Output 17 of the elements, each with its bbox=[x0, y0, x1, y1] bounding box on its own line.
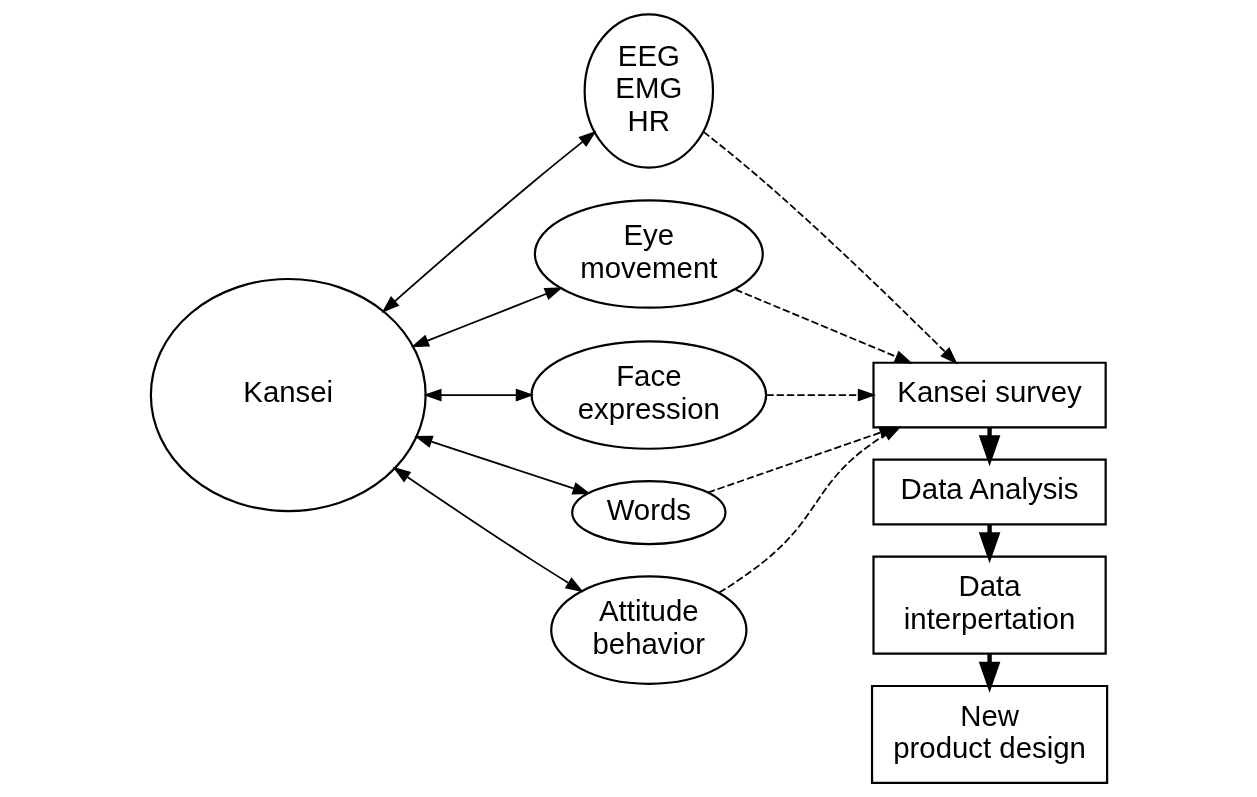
arrow bbox=[381, 130, 596, 313]
node-ellipse: Eye movement bbox=[533, 199, 764, 309]
node-ellipse: Face expression bbox=[529, 340, 767, 450]
arrow bbox=[422, 388, 534, 402]
arrow bbox=[392, 466, 584, 593]
node-box: Data interpertation bbox=[871, 555, 1107, 655]
arrow bbox=[765, 388, 876, 402]
arrow bbox=[410, 287, 563, 348]
node-box: Data Analysis bbox=[871, 458, 1107, 526]
node-box: New product design bbox=[870, 684, 1108, 785]
arrow bbox=[734, 288, 913, 364]
arrow bbox=[702, 131, 958, 365]
node-box: Kansei survey bbox=[871, 361, 1107, 429]
node-ellipse: Kansei bbox=[149, 277, 427, 513]
arrow bbox=[413, 435, 591, 495]
node-ellipse: EEG EMG HR bbox=[583, 13, 714, 169]
arrow bbox=[978, 653, 1000, 693]
